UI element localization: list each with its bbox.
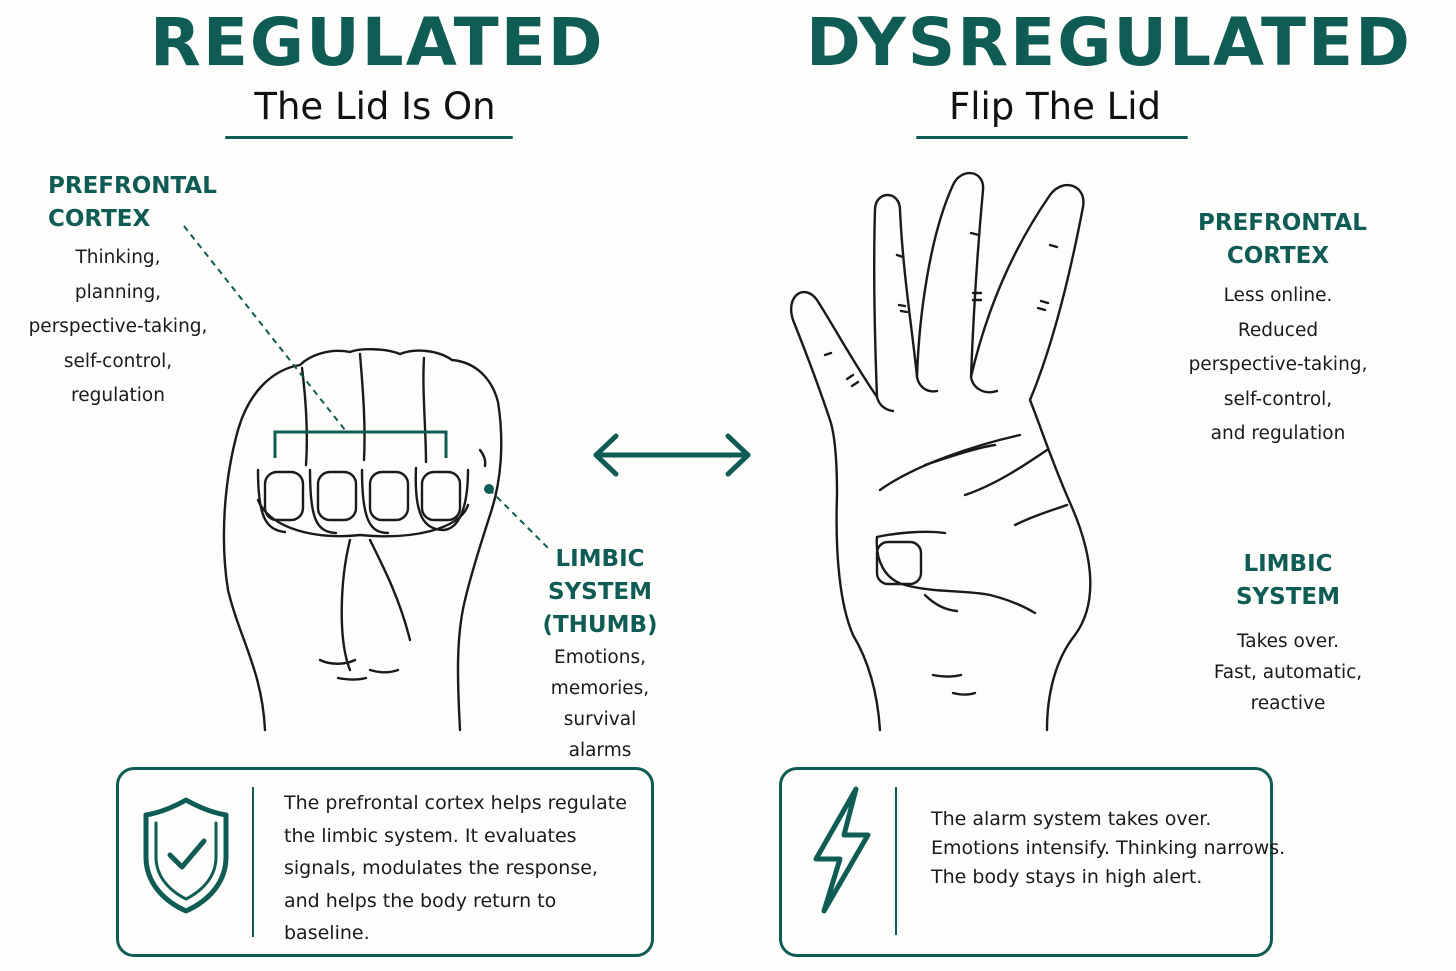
dysregulated-card-divider [895,787,897,935]
regulated-card-text: The prefrontal cortex helps regulate the… [284,787,627,950]
right-pfc-line: and regulation [1210,423,1346,444]
left-pfc-heading-line1: PREFRONTAL [48,173,217,199]
left-limbic-heading-line3: (THUMB) [542,612,658,638]
right-limbic-line: reactive [1250,693,1326,714]
right-limbic-description: Takes over. Fast, automatic, reactive [1198,626,1378,719]
regulated-info-card [116,767,654,957]
left-limbic-line: alarms [568,740,632,761]
left-limbic-heading-line2: SYSTEM [547,579,653,605]
regulated-card-line: baseline. [284,922,370,944]
left-pfc-line: perspective-taking, [28,316,208,337]
left-pfc-line: self-control, [63,350,173,372]
double-arrow-icon [593,433,751,477]
shield-check-icon [143,797,229,914]
dysregulated-title: DYSREGULATED [806,4,1412,81]
right-limbic-heading: LIMBIC SYSTEM [1218,548,1358,614]
regulated-title: REGULATED [150,4,605,81]
closed-fist-illustration [222,348,503,732]
left-pfc-heading: PREFRONTAL CORTEX [48,170,217,236]
left-pfc-description: Thinking, planning, perspective-taking, … [18,241,218,414]
regulated-card-line: signals, modulates the response, [284,857,598,879]
right-pfc-description: Less online. Reduced perspective-taking,… [1178,279,1378,452]
regulated-card-line: and helps the body return to [284,889,557,912]
left-limbic-heading: LIMBIC SYSTEM (THUMB) [540,543,660,642]
right-pfc-line: self-control, [1223,388,1333,410]
dysregulated-subtitle: Flip The Lid [948,85,1162,128]
right-pfc-line: Reduced [1237,319,1319,341]
right-limbic-heading-line2: SYSTEM [1235,584,1341,610]
open-hand-illustration [790,172,1092,732]
dysregulated-card-line: The body stays in high alert. [931,866,1203,888]
dysregulated-card-text: The alarm system takes over. Emotions in… [931,805,1285,892]
right-pfc-line: perspective-taking, [1188,354,1368,375]
right-limbic-heading-line1: LIMBIC [1243,551,1333,577]
regulated-card-line: the limbic system. It evaluates [284,824,577,847]
dysregulated-card-line: The alarm system takes over. [931,808,1212,830]
dysregulated-info-card [779,767,1273,957]
left-limbic-line: Emotions, [554,647,646,668]
left-limbic-heading-line1: LIMBIC [555,546,645,572]
left-pfc-line: Thinking, [75,247,161,268]
regulated-card-line: The prefrontal cortex helps regulate [284,792,627,814]
right-pfc-heading-line1: PREFRONTAL [1198,210,1367,236]
right-limbic-line: Takes over. [1237,631,1339,652]
regulated-subtitle: The Lid Is On [254,85,496,128]
right-limbic-line: Fast, automatic, [1213,662,1363,683]
left-limbic-description: Emotions, memories, survival alarms [530,642,670,766]
regulated-card-divider [252,787,254,937]
right-pfc-heading: PREFRONTAL CORTEX [1198,207,1367,273]
regulated-underline [225,136,513,139]
left-pfc-line: regulation [71,385,165,406]
left-pfc-line: planning, [74,281,162,303]
left-limbic-line: survival [563,709,637,730]
left-pfc-heading-line2: CORTEX [48,206,151,232]
lightning-bolt-icon [813,786,871,914]
right-pfc-heading-line2: CORTEX [1226,243,1330,269]
dysregulated-card-line: Emotions intensify. Thinking narrows. [931,837,1286,859]
dysregulated-underline [916,136,1188,139]
right-pfc-line: Less online. [1223,285,1333,306]
left-limbic-line: memories, [550,678,650,699]
